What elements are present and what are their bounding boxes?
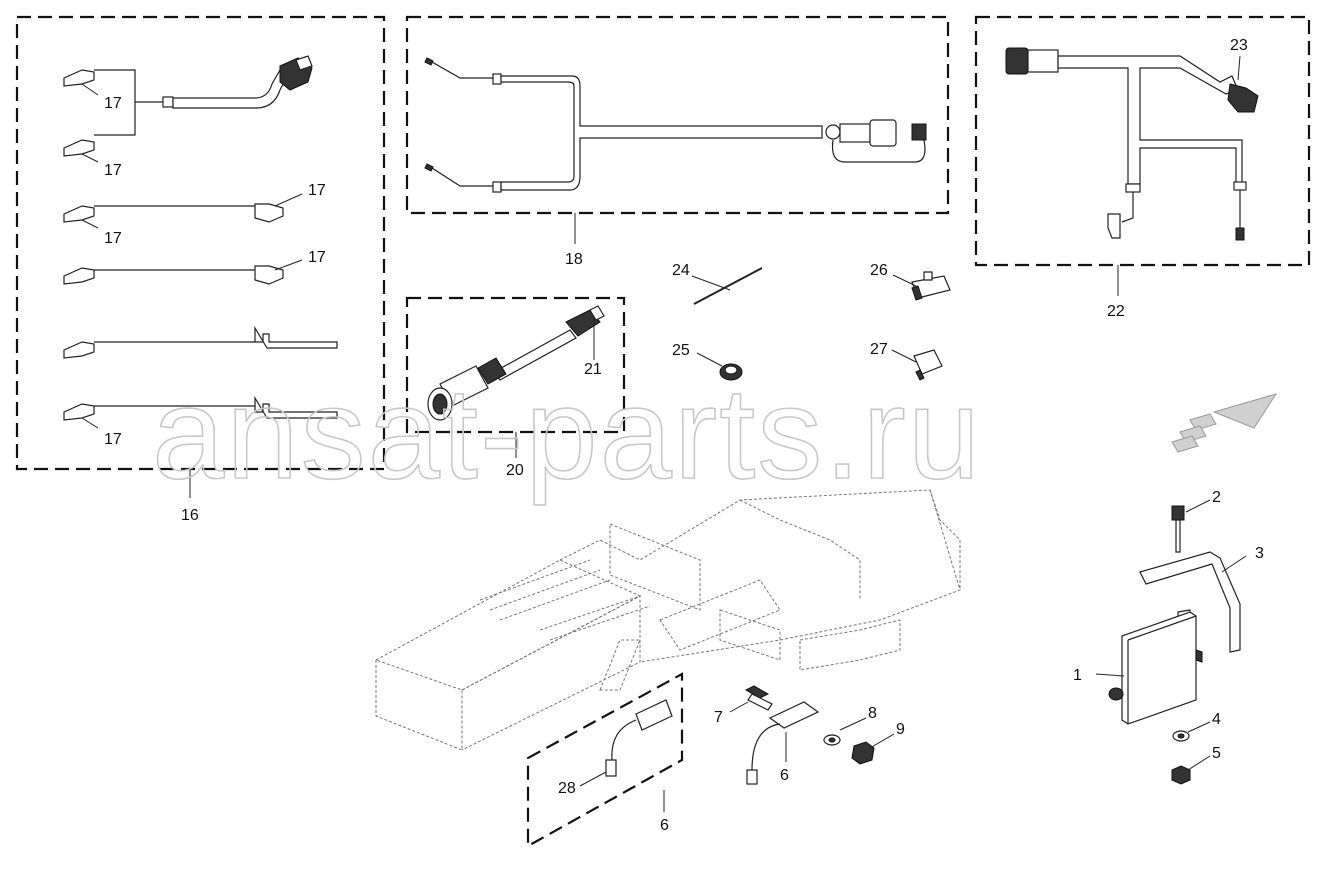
callout-6-lower: 6 bbox=[660, 817, 669, 834]
wire-pair-1 bbox=[63, 203, 284, 223]
group-22-harness: 23 22 bbox=[974, 15, 1311, 320]
terminal-17-top-a bbox=[63, 69, 95, 87]
callout-25: 25 bbox=[672, 342, 690, 359]
part-27-fuse: 27 bbox=[870, 341, 943, 381]
callout-24: 24 bbox=[672, 262, 690, 279]
group-18-frame bbox=[405, 15, 950, 215]
callout-9: 9 bbox=[896, 721, 905, 738]
part-26-fuse-holder: 26 bbox=[870, 262, 951, 301]
group-22-frame bbox=[974, 15, 1311, 267]
callout-3: 3 bbox=[1255, 545, 1264, 562]
wire-pair-4 bbox=[63, 395, 338, 421]
group-16-frame bbox=[15, 15, 386, 471]
callout-6-upper: 6 bbox=[780, 767, 789, 784]
callout-18: 18 bbox=[565, 251, 583, 268]
plug-cable-16 bbox=[162, 55, 313, 109]
callout-21: 21 bbox=[584, 361, 602, 378]
callout-7: 7 bbox=[714, 709, 723, 726]
callout-17-a: 17 bbox=[104, 95, 122, 112]
tractor-chassis bbox=[375, 489, 961, 751]
terminal-17-top-b bbox=[63, 139, 95, 157]
callout-28: 28 bbox=[558, 780, 576, 797]
control-unit-assembly: 2 3 1 4 5 bbox=[1073, 489, 1264, 785]
wire-pair-2 bbox=[63, 265, 284, 285]
group-16-terminals: 17 17 17 17 17 17 16 bbox=[15, 15, 386, 524]
callout-17-b: 17 bbox=[104, 162, 122, 179]
part-24-cable-tie: 24 bbox=[672, 262, 763, 305]
direction-arrow-icon bbox=[1171, 393, 1278, 453]
callout-5: 5 bbox=[1212, 745, 1221, 762]
callout-20: 20 bbox=[506, 462, 524, 479]
callout-26: 26 bbox=[870, 262, 888, 279]
callout-8: 8 bbox=[868, 705, 877, 722]
part-25-grommet: 25 bbox=[672, 342, 743, 381]
group-18-y-cable: 18 bbox=[405, 15, 950, 268]
group-6-sensor-detail: 28 6 bbox=[526, 672, 684, 848]
callout-16: 16 bbox=[181, 507, 199, 524]
callout-17-c: 17 bbox=[104, 230, 122, 247]
callout-17-e: 17 bbox=[308, 249, 326, 266]
callout-4: 4 bbox=[1212, 711, 1221, 728]
callout-1: 1 bbox=[1073, 667, 1082, 684]
group-20-frame bbox=[405, 296, 626, 434]
wire-pair-3 bbox=[63, 325, 338, 359]
callout-2: 2 bbox=[1212, 489, 1221, 506]
callout-22: 22 bbox=[1107, 303, 1125, 320]
callout-23: 23 bbox=[1230, 37, 1248, 54]
callout-17-d: 17 bbox=[308, 182, 326, 199]
callout-17-f: 17 bbox=[104, 431, 122, 448]
watermark-text: ansat-parts.ru bbox=[152, 360, 982, 506]
sensor-plate-assembly: 7 8 9 6 bbox=[714, 685, 905, 785]
group-20-connector-cable: 21 20 bbox=[405, 296, 626, 479]
callout-27: 27 bbox=[870, 341, 888, 358]
